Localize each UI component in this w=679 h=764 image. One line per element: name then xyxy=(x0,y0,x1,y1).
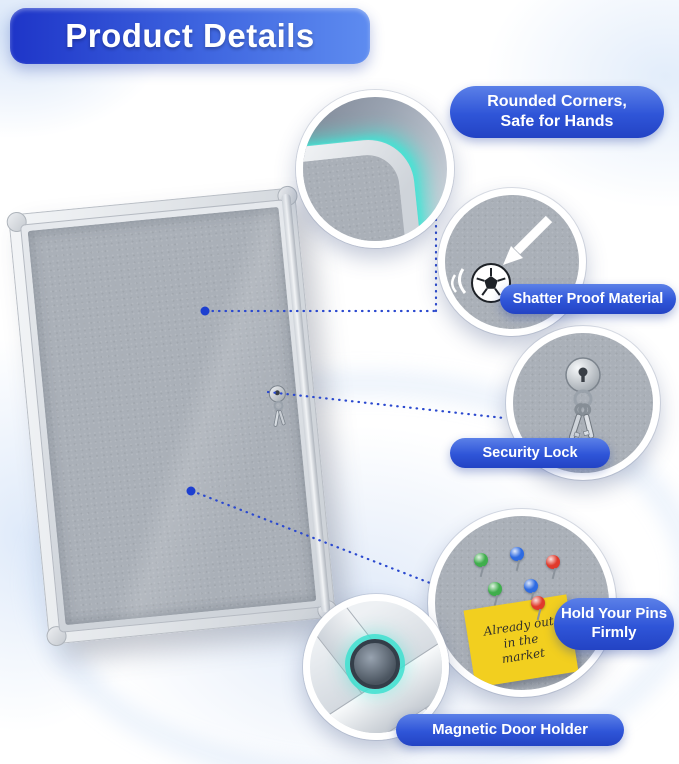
anchor-dot xyxy=(186,486,196,496)
label-line: Security Lock xyxy=(482,444,578,461)
push-pin xyxy=(546,555,560,581)
label-line: Shatter Proof Material xyxy=(512,290,664,307)
pin-head xyxy=(531,596,545,610)
push-pin xyxy=(474,553,488,579)
label-security-lock: Security Lock xyxy=(450,438,610,468)
pin-needle xyxy=(515,559,521,572)
pin-needle xyxy=(479,565,485,578)
pin-head xyxy=(524,579,538,593)
anchor-dot xyxy=(200,306,210,316)
label-rounded-corners: Rounded Corners, Safe for Hands xyxy=(450,86,664,138)
page-title: Product Details xyxy=(65,17,315,54)
pin-head xyxy=(546,555,560,569)
pin-needle xyxy=(551,567,557,580)
push-pin xyxy=(510,547,524,573)
label-line: Rounded Corners, xyxy=(487,93,627,110)
label-line: Hold Your Pins xyxy=(560,605,668,623)
label-shatter-proof: Shatter Proof Material xyxy=(500,284,676,314)
zoom-security-lock xyxy=(506,326,660,480)
pin-needle xyxy=(536,608,542,621)
connector-pins xyxy=(190,489,432,585)
zoom-magnetic-holder xyxy=(303,594,449,740)
push-pin-on-note xyxy=(531,596,545,622)
lock-keys-icon xyxy=(268,385,286,428)
pin-head xyxy=(510,547,524,561)
board-lock-with-keys xyxy=(262,383,297,438)
label-line: Safe for Hands xyxy=(500,113,614,130)
connector-lock xyxy=(266,390,506,420)
label-line: Firmly xyxy=(591,624,637,641)
corner-frame-closeup xyxy=(303,135,424,241)
label-line: Magnetic Door Holder xyxy=(432,720,588,738)
corner-felt xyxy=(303,151,408,241)
zoom-pins: Already out in the market xyxy=(428,509,616,697)
board-outer-frame xyxy=(5,185,339,647)
push-pin xyxy=(524,579,538,605)
notice-board xyxy=(5,185,339,647)
label-hold-pins: Hold Your Pins Firmly xyxy=(554,598,674,650)
pin-head xyxy=(488,582,502,596)
push-pin xyxy=(488,582,502,608)
sticky-note-text: Already out in the market xyxy=(482,613,555,666)
label-magnetic-holder: Magnetic Door Holder xyxy=(396,714,624,746)
page-title-banner: Product Details xyxy=(10,8,370,64)
pin-head xyxy=(474,553,488,567)
zoom-rounded-corner xyxy=(296,90,454,248)
magnet-icon xyxy=(350,639,400,689)
lock-keys-closeup-icon xyxy=(565,357,601,440)
